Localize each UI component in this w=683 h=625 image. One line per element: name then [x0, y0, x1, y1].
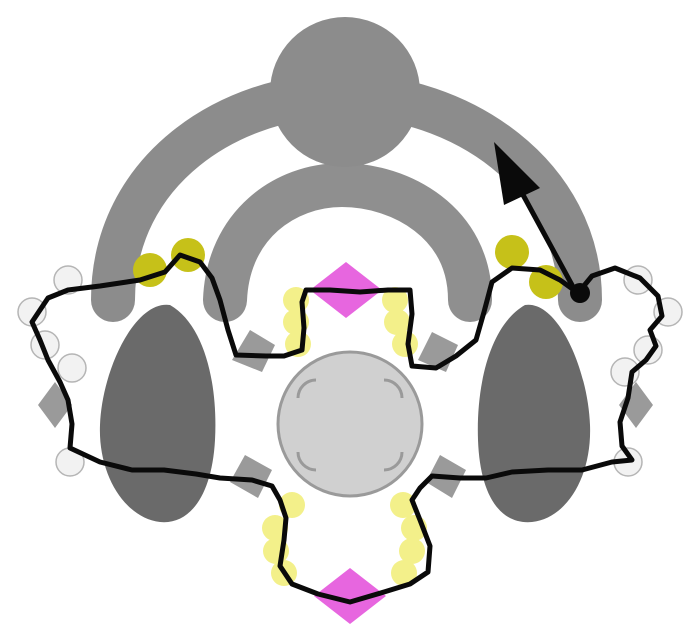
gray-diamond [232, 330, 275, 372]
left-lobe [100, 305, 216, 522]
olive-bead [495, 235, 529, 269]
olive-bead [171, 238, 205, 272]
yellow-bead [392, 331, 418, 357]
top-hub [270, 17, 420, 167]
white-bead [624, 266, 652, 294]
center-disk [278, 352, 422, 496]
white-bead [58, 354, 86, 382]
center-disk-group [278, 352, 422, 496]
right-lobe [478, 305, 590, 522]
gray-diamond [230, 455, 272, 498]
